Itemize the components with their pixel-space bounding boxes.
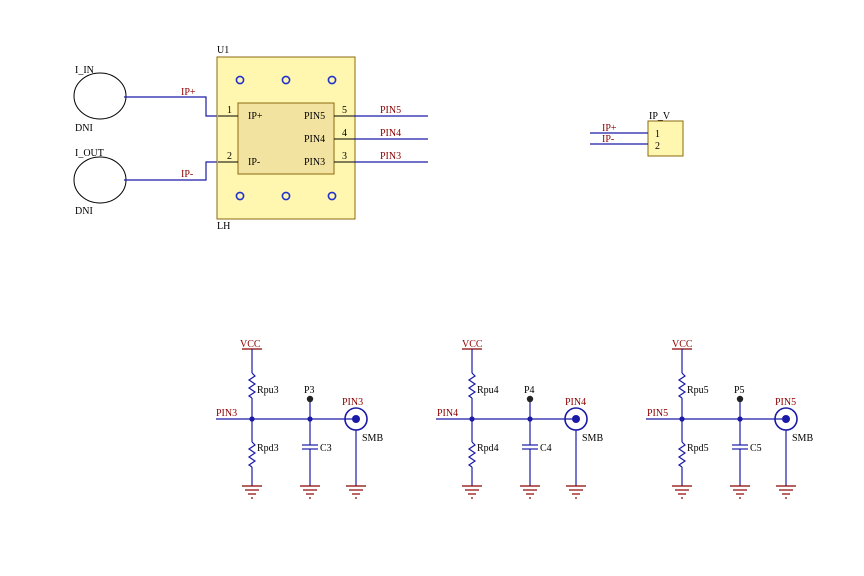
u1-component: U1 LH 1 2 IP+ IP- 5 4 3 PIN5 PIN4 PIN3: [216, 45, 356, 232]
net-label-ip-minus: IP-: [602, 134, 614, 145]
u1-pin-number: 4: [342, 128, 347, 139]
test-point-label: P5: [734, 385, 745, 396]
wire-ip-minus: [124, 161, 218, 181]
mounting-hole-icon: [327, 191, 337, 201]
u1-pin-number: 2: [227, 151, 232, 162]
smb-net-label: PIN5: [775, 397, 796, 408]
channel-pin3: VCC Rpu3 Rpd3 PIN3 P3 C3 PIN3 SMB: [215, 339, 383, 499]
capacitor-label: C3: [320, 443, 332, 454]
u1-pin-name: PIN4: [304, 134, 325, 145]
connector-i-in-label: I_IN: [75, 65, 94, 76]
u1-ref: U1: [217, 45, 229, 56]
u1-pin-name: IP+: [248, 111, 263, 122]
u1-pin-number: 3: [342, 151, 347, 162]
net-label-ip-plus: IP+: [181, 87, 196, 98]
channel-circuit: [215, 348, 368, 499]
capacitor-label: C4: [540, 443, 552, 454]
net-label-input: PIN3: [216, 408, 237, 419]
pulldown-resistor-label: Rpd3: [257, 443, 279, 454]
mounting-hole-icon: [235, 75, 245, 85]
net-label-pin3: PIN3: [380, 151, 401, 162]
ip-v-pin-number: 1: [655, 129, 660, 140]
test-point-label: P3: [304, 385, 315, 396]
u1-pin-name: IP-: [248, 157, 260, 168]
connector-i-in: I_IN DNI: [73, 65, 127, 134]
smb-label: SMB: [792, 433, 813, 444]
pulldown-resistor-label: Rpd5: [687, 443, 709, 454]
connector-i-in-dni: DNI: [75, 123, 93, 134]
channel-pin4: VCC Rpu4 Rpd4 PIN4 P4 C4 PIN4 SMB: [435, 339, 603, 499]
u1-inner: [237, 102, 335, 175]
net-label-ip-minus: IP-: [181, 169, 193, 180]
channel-circuit: [435, 348, 588, 499]
vcc-label: VCC: [462, 339, 483, 350]
channel-pin5: VCC Rpu5 Rpd5 PIN5 P5 C5 PIN5 SMB: [645, 339, 813, 499]
u1-pin-name: PIN5: [304, 111, 325, 122]
connector-i-out: I_OUT DNI: [73, 148, 127, 217]
net-label-input: PIN4: [437, 408, 458, 419]
ip-v-ref: IP_V: [649, 111, 671, 122]
smb-net-label: PIN3: [342, 397, 363, 408]
vcc-label: VCC: [240, 339, 261, 350]
net-label-pin5: PIN5: [380, 105, 401, 116]
header-ip-v: IP_V 1 2 IP+ IP-: [590, 111, 684, 157]
ip-v-body: [647, 120, 684, 157]
pullup-resistor-label: Rpu4: [477, 385, 499, 396]
mounting-hole-icon: [281, 75, 291, 85]
u1-pin-number: 1: [227, 105, 232, 116]
mounting-hole-icon: [235, 191, 245, 201]
ip-v-pin-number: 2: [655, 141, 660, 152]
test-point-label: P4: [524, 385, 535, 396]
smb-net-label: PIN4: [565, 397, 586, 408]
pullup-resistor-label: Rpu3: [257, 385, 279, 396]
vcc-label: VCC: [672, 339, 693, 350]
pulldown-resistor-label: Rpd4: [477, 443, 499, 454]
net-label-ip-plus: IP+: [602, 123, 617, 134]
mounting-hole-icon: [327, 75, 337, 85]
u1-pin-number: 5: [342, 105, 347, 116]
u1-pin-name: PIN3: [304, 157, 325, 168]
wire-ip-plus: [124, 96, 218, 117]
channel-circuit: [645, 348, 798, 499]
smb-label: SMB: [582, 433, 603, 444]
net-label-input: PIN5: [647, 408, 668, 419]
pullup-resistor-label: Rpu5: [687, 385, 709, 396]
u1-value: LH: [217, 221, 230, 232]
smb-label: SMB: [362, 433, 383, 444]
connector-i-out-dni: DNI: [75, 206, 93, 217]
connector-i-out-label: I_OUT: [75, 148, 104, 159]
mounting-hole-icon: [281, 191, 291, 201]
capacitor-label: C5: [750, 443, 762, 454]
net-label-pin4: PIN4: [380, 128, 401, 139]
